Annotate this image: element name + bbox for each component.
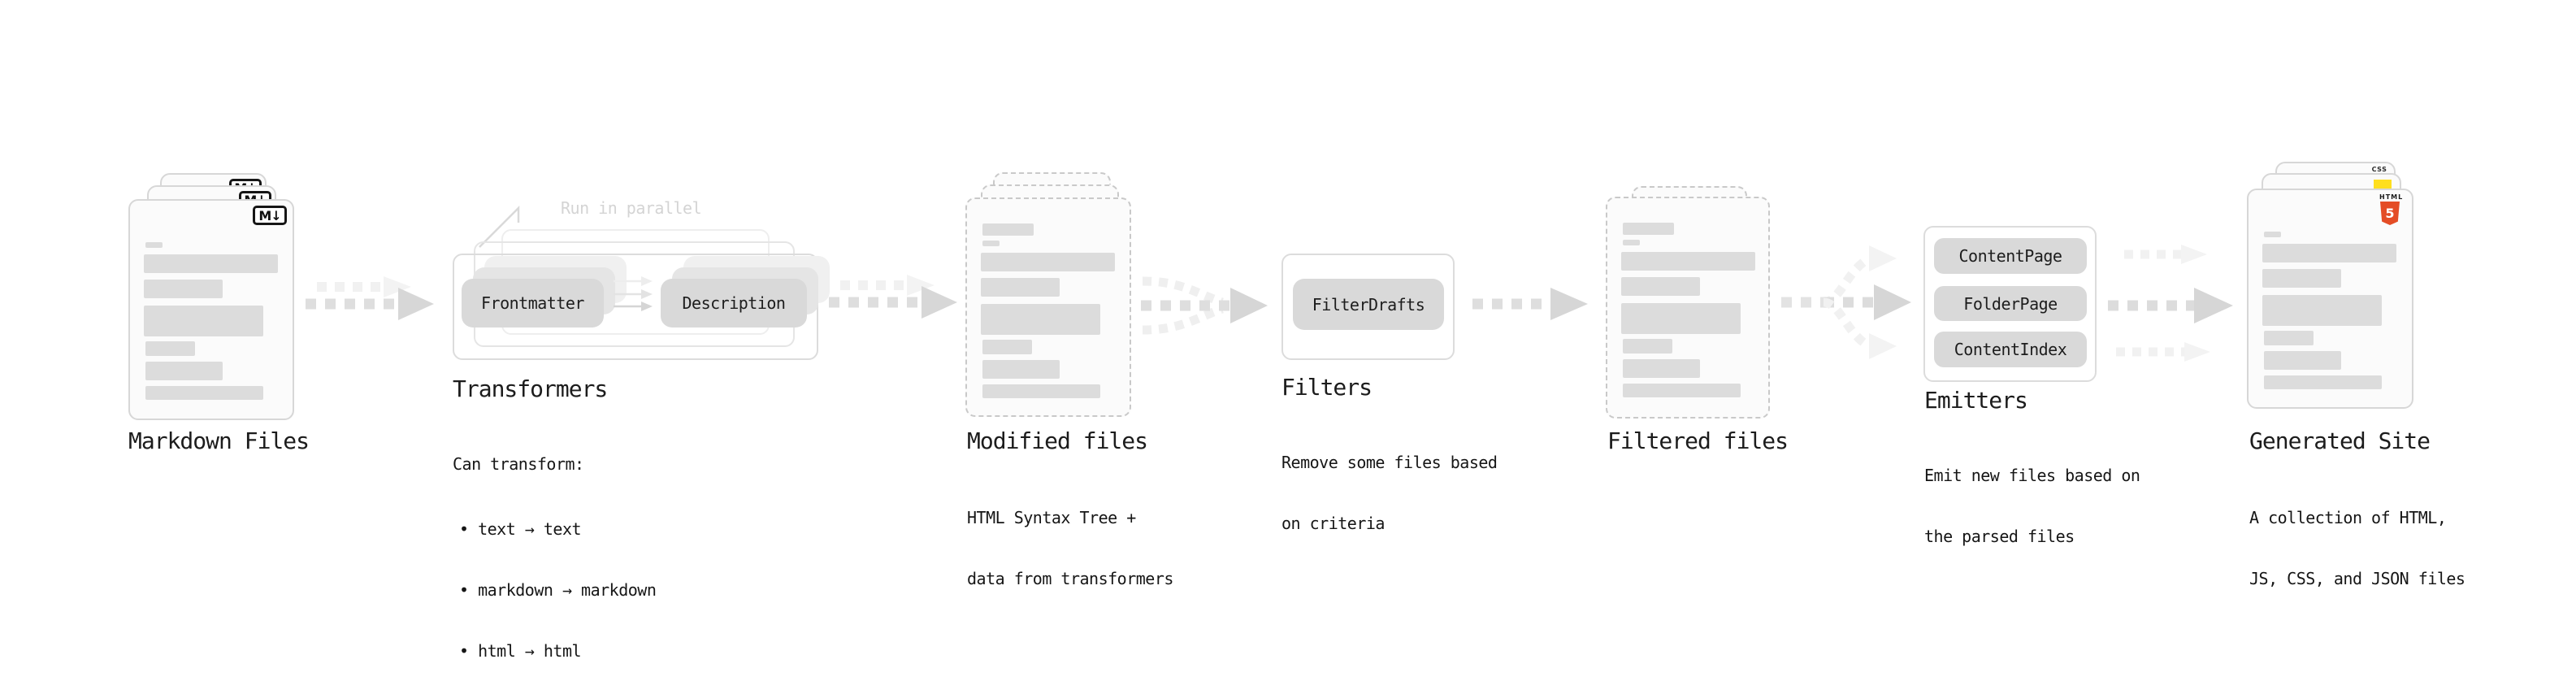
text-line-placeholder <box>981 253 1115 271</box>
text-line-placeholder <box>1623 240 1640 245</box>
desc-line: Emit new files based on <box>1924 466 2140 485</box>
text-line-placeholder <box>2262 295 2382 326</box>
desc-line: Can transform: <box>453 454 584 474</box>
modified-files-stack <box>965 172 1131 417</box>
desc-line: the parsed files <box>1924 527 2075 546</box>
text-line-placeholder <box>981 278 1060 297</box>
stage-desc-emitters: Emit new files based on the parsed files <box>1924 425 2140 588</box>
text-line-placeholder <box>2264 375 2382 389</box>
desc-line: A collection of HTML, <box>2249 508 2447 527</box>
document-card-front: HTML 5 <box>2247 189 2413 409</box>
text-line-placeholder <box>982 360 1060 379</box>
stage-title-transformers: Transformers <box>453 375 608 402</box>
text-line-placeholder <box>145 341 195 356</box>
text-line-placeholder <box>2262 269 2341 288</box>
text-line-placeholder <box>982 340 1032 354</box>
filter-drafts-node: FilterDrafts <box>1293 279 1444 330</box>
stage-title-filtered: Filtered files <box>1607 427 1789 454</box>
text-line-placeholder <box>144 306 263 336</box>
arrow-emitters-to-generated <box>2108 245 2233 362</box>
document-card-front <box>1606 197 1770 419</box>
stage-title-filters: Filters <box>1281 374 1373 401</box>
text-line-placeholder <box>2264 331 2314 345</box>
desc-line: on criteria <box>1281 514 1385 533</box>
text-line-placeholder <box>1621 277 1700 296</box>
document-card-front <box>965 197 1131 417</box>
text-line-placeholder <box>981 304 1100 335</box>
stage-title-markdown: Markdown Files <box>128 427 310 454</box>
js-icon <box>2374 180 2392 189</box>
emitters-box <box>1923 226 2097 382</box>
text-line-placeholder <box>145 242 163 248</box>
arrow-markdown-to-transformers <box>306 276 434 320</box>
arrow-filtered-to-emitters <box>1781 245 1911 359</box>
content-index-node: ContentIndex <box>1934 332 2087 367</box>
stage-desc-transformers: Can transform: • text → text • markdown … <box>453 414 657 681</box>
text-line-placeholder <box>1623 339 1672 354</box>
parallel-arrows-icon <box>614 276 653 311</box>
folder-page-node: FolderPage <box>1934 286 2087 321</box>
text-line-placeholder <box>982 223 1034 236</box>
text-line-placeholder <box>145 386 263 400</box>
markdown-icon: M↓ <box>253 206 287 225</box>
stage-desc-generated: A collection of HTML, JS, CSS, and JSON … <box>2249 467 2465 630</box>
text-line-placeholder <box>144 254 278 273</box>
desc-line: • markdown → markdown <box>459 580 657 600</box>
text-line-placeholder <box>2262 244 2396 262</box>
frontmatter-node: Frontmatter <box>462 279 604 327</box>
stage-desc-filters: Remove some files based on criteria <box>1281 412 1498 575</box>
arrow-modified-to-filters <box>1141 276 1268 335</box>
desc-line: HTML Syntax Tree + <box>967 508 1136 527</box>
run-in-parallel-note: Run in parallel <box>561 198 702 218</box>
document-card-front: M↓ <box>128 199 294 420</box>
text-line-placeholder <box>1621 303 1741 334</box>
stage-title-emitters: Emitters <box>1924 387 2028 414</box>
note-leader-line <box>479 205 520 248</box>
desc-line: data from transformers <box>967 569 1173 588</box>
text-line-placeholder <box>1623 223 1674 235</box>
arrow-transformers-to-modified <box>829 275 957 319</box>
text-line-placeholder <box>1623 359 1700 378</box>
stage-title-modified: Modified files <box>967 427 1148 454</box>
text-line-placeholder <box>1623 384 1741 397</box>
text-line-placeholder <box>144 280 223 298</box>
desc-line: • html → html <box>459 641 582 661</box>
desc-line: JS, CSS, and JSON files <box>2249 569 2465 588</box>
text-line-placeholder <box>982 384 1100 398</box>
text-line-placeholder <box>982 241 1000 246</box>
filters-box <box>1281 254 1455 360</box>
desc-line: Remove some files based <box>1281 453 1498 472</box>
text-line-placeholder <box>2264 351 2341 370</box>
content-page-node: ContentPage <box>1934 238 2087 274</box>
description-node: Description <box>661 279 807 327</box>
stage-desc-modified: HTML Syntax Tree + data from transformer… <box>967 467 1173 630</box>
text-line-placeholder <box>145 362 223 380</box>
stage-title-generated: Generated Site <box>2249 427 2431 454</box>
arrow-filters-to-filtered <box>1472 288 1588 320</box>
desc-line: • text → text <box>459 519 582 539</box>
text-line-placeholder <box>1621 252 1755 271</box>
markdown-files-stack: M↓ M↓ M↓ <box>128 173 294 420</box>
html5-icon: HTML 5 <box>2379 193 2402 225</box>
text-line-placeholder <box>2264 232 2281 237</box>
generated-site-stack: CSS HTML 5 <box>2247 162 2413 409</box>
filtered-files-stack <box>1606 186 1770 419</box>
